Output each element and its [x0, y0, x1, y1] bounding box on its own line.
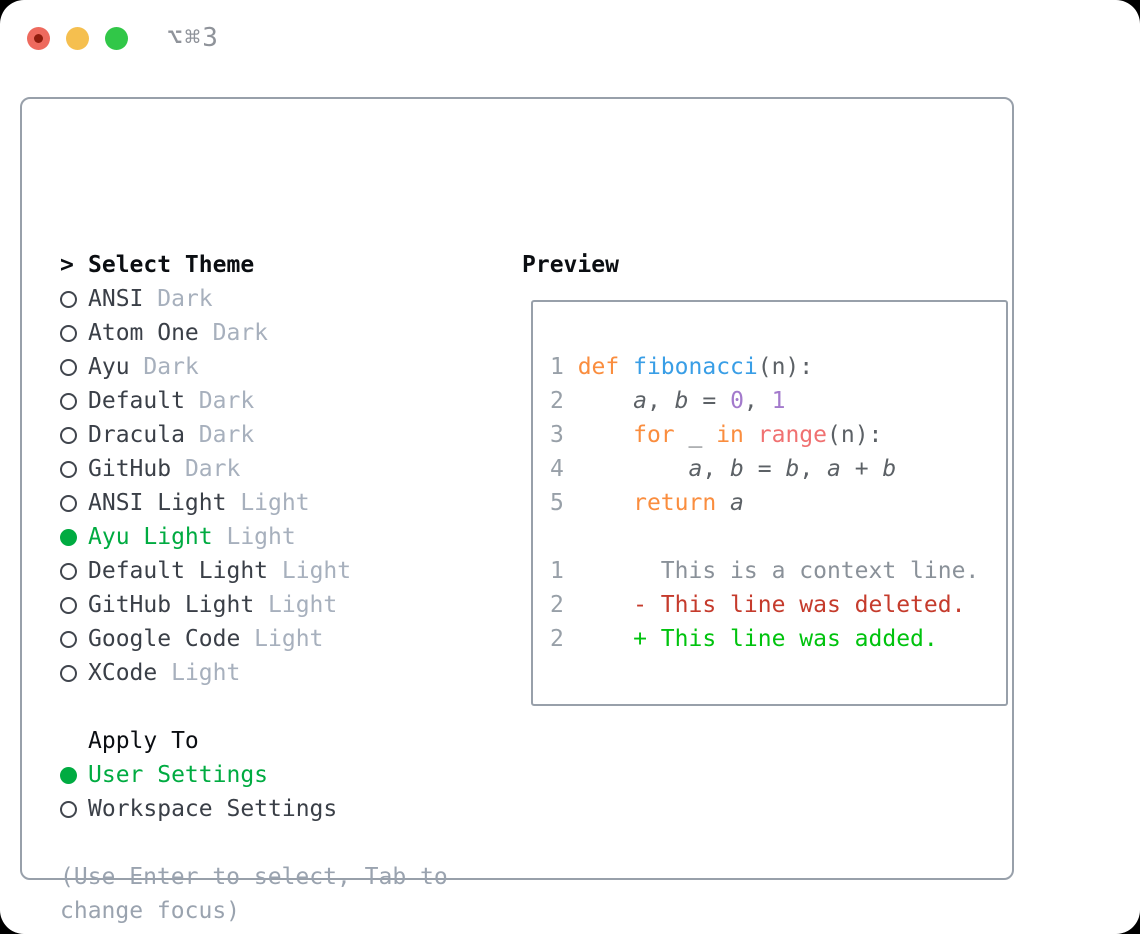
hint-line: change focus) — [60, 898, 241, 924]
keyboard-hint: (Use Enter to select, Tab to change focus… — [60, 860, 448, 928]
theme-variant-label: Light — [254, 626, 324, 652]
apply-option-workspace-settings[interactable]: Workspace Settings — [60, 792, 337, 826]
code-line: 4 a, b = b, a + b — [550, 456, 897, 482]
theme-option-atom-one[interactable]: Atom One Dark — [60, 316, 351, 350]
radio-unselected-icon — [60, 562, 88, 580]
radio-unselected-icon — [60, 800, 88, 818]
hint-line: (Use Enter to select, Tab to — [60, 864, 448, 890]
theme-name: Default Light — [88, 558, 282, 584]
radio-unselected-icon — [60, 358, 88, 376]
radio-unselected-icon — [60, 392, 88, 410]
apply-option-user-settings[interactable]: User Settings — [60, 758, 337, 792]
theme-option-ansi-light[interactable]: ANSI Light Light — [60, 486, 351, 520]
radio-unselected-icon — [60, 426, 88, 444]
radio-selected-icon — [60, 766, 88, 784]
radio-unselected-icon — [60, 630, 88, 648]
theme-name: GitHub — [88, 456, 185, 482]
radio-selected-icon — [60, 528, 88, 546]
code-line: 3 for _ in range(n): — [550, 422, 883, 448]
theme-variant-label: Light — [268, 592, 338, 618]
apply-option-label: Workspace Settings — [88, 796, 338, 822]
theme-option-ayu[interactable]: Ayu Dark — [60, 350, 351, 384]
window-title: ⌥⌘3 — [167, 23, 220, 53]
radio-unselected-icon — [60, 596, 88, 614]
code-line: 2 - This line was deleted. — [550, 592, 966, 618]
theme-name: Atom One — [88, 320, 213, 346]
zoom-button[interactable] — [105, 26, 128, 50]
apply-to-header-row: Apply To — [60, 724, 337, 758]
theme-variant-label: Dark — [143, 354, 199, 380]
focus-caret-icon: > — [60, 252, 74, 278]
theme-variant-label: Dark — [198, 388, 255, 414]
theme-list-header: Select Theme — [88, 252, 255, 278]
preview-header: Preview — [522, 252, 619, 278]
theme-variant-label: Light — [171, 660, 241, 686]
code-blank-line — [550, 520, 1006, 554]
code-line: 5 return a — [550, 490, 744, 516]
radio-unselected-icon — [60, 494, 88, 512]
title-bar: ⌥⌘3 — [0, 0, 1140, 76]
theme-name: Default — [88, 388, 199, 414]
theme-option-ayu-light[interactable]: Ayu Light Light — [60, 520, 351, 554]
radio-unselected-icon — [60, 290, 88, 308]
theme-list-header-row: > Select Theme — [60, 248, 351, 282]
close-button[interactable] — [27, 26, 50, 50]
theme-variant-label: Light — [281, 558, 352, 584]
theme-name: Ayu — [88, 354, 144, 380]
radio-unselected-icon — [60, 664, 88, 682]
theme-name: XCode — [88, 660, 172, 686]
theme-variant-label: Dark — [212, 320, 269, 346]
theme-name: GitHub Light — [88, 592, 269, 618]
theme-variant-label: Dark — [157, 286, 213, 312]
theme-option-github-light[interactable]: GitHub Light Light — [60, 588, 351, 622]
theme-option-default[interactable]: Default Dark — [60, 384, 351, 418]
radio-unselected-icon — [60, 460, 88, 478]
theme-name: Google Code — [88, 626, 255, 652]
theme-option-default-light[interactable]: Default Light Light — [60, 554, 351, 588]
radio-unselected-icon — [60, 324, 88, 342]
code-line: 2 + This line was added. — [550, 626, 938, 652]
theme-option-github[interactable]: GitHub Dark — [60, 452, 351, 486]
theme-option-dracula[interactable]: Dracula Dark — [60, 418, 351, 452]
theme-variant-label: Light — [240, 490, 310, 516]
theme-name: Ayu Light — [88, 524, 227, 550]
theme-name: ANSI Light — [88, 490, 241, 516]
code-line: 1 def fibonacci(n): — [550, 354, 814, 380]
minimize-button[interactable] — [66, 26, 89, 50]
apply-option-label: User Settings — [88, 762, 269, 788]
code-line: 1 This is a context line. — [550, 558, 980, 584]
theme-option-xcode[interactable]: XCode Light — [60, 656, 351, 690]
theme-variant-label: Dark — [198, 422, 255, 448]
theme-name: Dracula — [88, 422, 199, 448]
theme-name: ANSI — [88, 286, 158, 312]
theme-option-google-code[interactable]: Google Code Light — [60, 622, 351, 656]
code-line: 2 a, b = 0, 1 — [550, 388, 786, 414]
theme-variant-label: Dark — [184, 456, 241, 482]
preview-code-box: 1 def fibonacci(n): 2 a, b = 0, 1 3 for _ … — [531, 300, 1008, 706]
apply-to-header: Apply To — [88, 728, 199, 754]
theme-option-ansi[interactable]: ANSI Dark — [60, 282, 351, 316]
theme-variant-label: Light — [226, 524, 296, 550]
